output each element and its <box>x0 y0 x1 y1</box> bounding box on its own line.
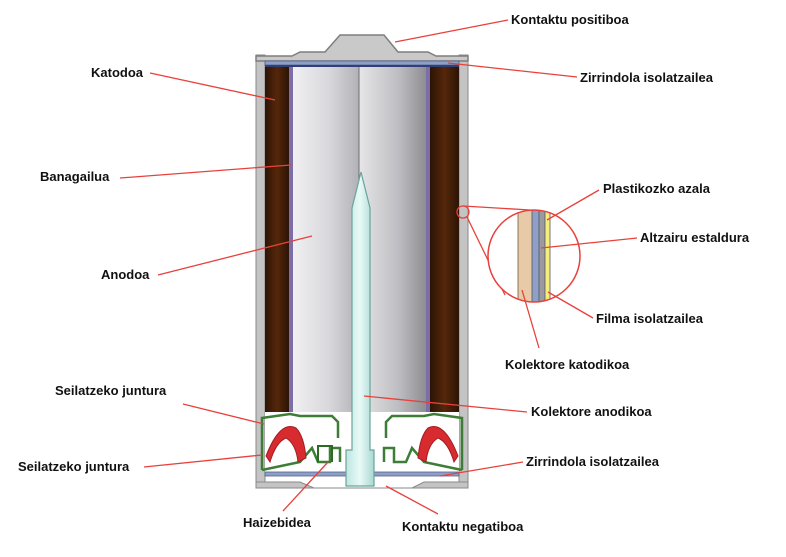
label-top-insulating-washer: Zirrindola isolatzailea <box>580 70 714 85</box>
leader-steel-plating <box>540 237 638 249</box>
label-gasket-top: Seilatzeko juntura <box>55 383 167 398</box>
label-cathode-collector: Kolektore katodikoa <box>505 357 630 372</box>
leader-gasket-bottom <box>143 454 263 468</box>
leader-positive-contact <box>394 19 509 43</box>
leader-separator <box>119 164 292 179</box>
label-gasket-bottom: Seilatzeko juntura <box>18 459 130 474</box>
cathode-left <box>265 67 289 412</box>
leader-gasket-top <box>182 403 265 425</box>
label-insulating-film: Filma isolatzailea <box>596 311 704 326</box>
leader-anode-collector <box>363 395 528 413</box>
cathode-right <box>430 67 459 412</box>
positive-contact-cap <box>255 34 469 62</box>
label-anode-collector: Kolektore anodikoa <box>531 404 652 419</box>
zoom-detail <box>456 205 581 303</box>
label-separator: Banagailua <box>40 169 110 184</box>
label-negative-contact: Kontaktu negatiboa <box>402 519 524 534</box>
anode-collector <box>345 171 375 487</box>
label-bottom-insulating-washer: Zirrindola isolatzailea <box>526 454 660 469</box>
label-plastic-sleeve: Plastikozko azala <box>603 181 711 196</box>
leader-bottom-washer <box>439 461 524 477</box>
labels: Kontaktu positiboa Zirrindola isolatzail… <box>18 12 750 534</box>
sealing-gasket-outline <box>260 412 464 470</box>
leader-insulating-film <box>547 291 594 319</box>
vent <box>317 445 333 462</box>
leader-cathode-collector <box>521 289 540 349</box>
leader-lines <box>119 19 638 515</box>
leader-negative-contact <box>385 485 439 515</box>
label-steel-plating: Altzairu estaldura <box>640 230 750 245</box>
leader-cathode <box>149 72 276 101</box>
label-vent: Haizebidea <box>243 515 312 530</box>
sealing-gasket-inner-left <box>265 426 307 464</box>
sealing-gasket-inner-right <box>417 426 459 464</box>
label-positive-contact: Kontaktu positiboa <box>511 12 629 27</box>
leader-vent <box>282 461 329 512</box>
anode-left-half <box>293 67 359 412</box>
separator-right <box>426 67 430 412</box>
leader-plastic-sleeve <box>546 189 600 221</box>
separator-left <box>289 67 293 412</box>
label-anode: Anodoa <box>101 267 150 282</box>
label-cathode: Katodoa <box>91 65 144 80</box>
top-insulating-washer <box>264 60 460 66</box>
leader-top-washer <box>447 62 578 78</box>
leader-anode <box>157 235 313 276</box>
